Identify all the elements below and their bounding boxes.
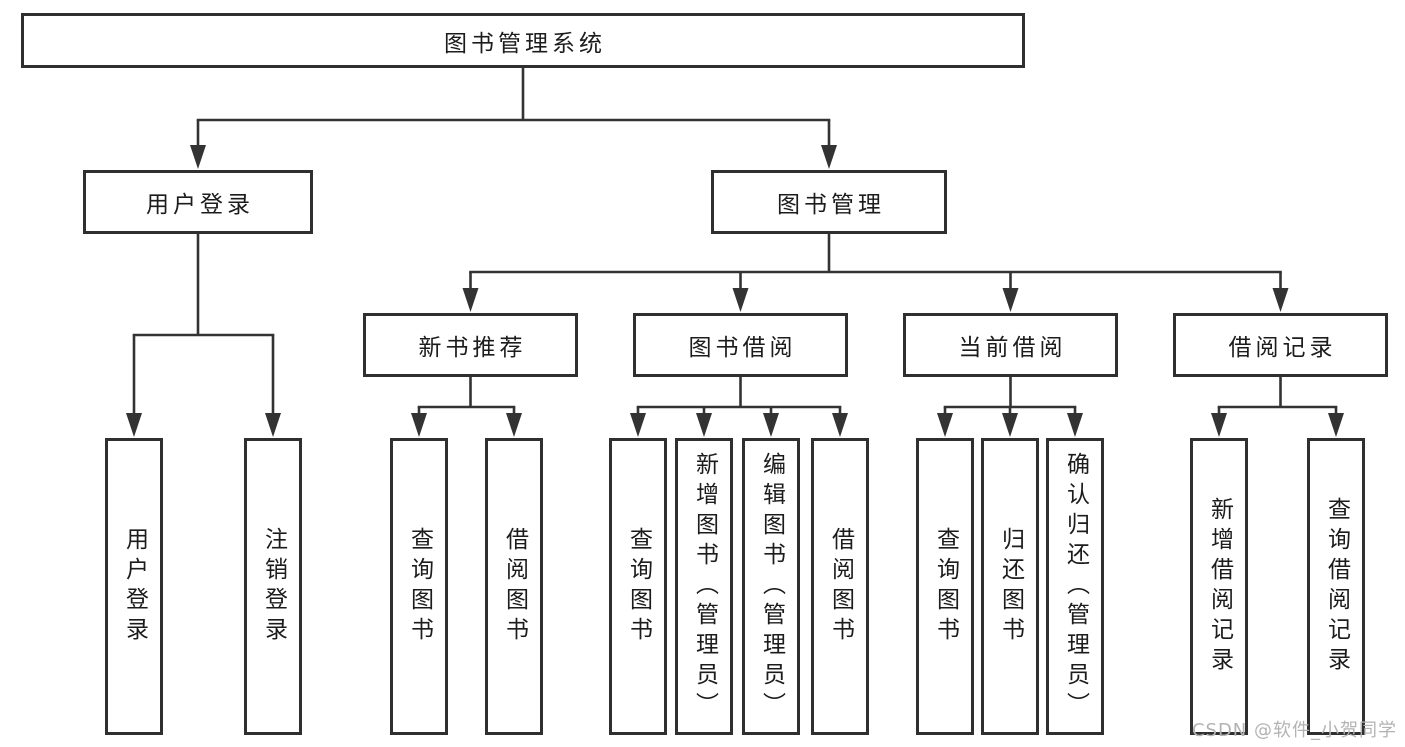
- node-leaf-query-book-2-label: 查询图书: [625, 526, 652, 647]
- node-leaf-query-book-1-label: 查询图书: [406, 526, 433, 647]
- node-leaf-borrow-book-1: 借阅图书: [485, 438, 543, 735]
- node-book-borrow-label: 图书借阅: [688, 335, 797, 361]
- edges-from-book-management: [462, 232, 1289, 312]
- node-leaf-add-book: 新增图书（管理员）: [675, 438, 733, 735]
- node-user-login-label: 用户登录: [146, 192, 254, 218]
- node-leaf-borrow-book-2: 借阅图书: [811, 438, 869, 735]
- node-leaf-return-book-label: 归还图书: [997, 526, 1024, 647]
- node-leaf-edit-book-label: 编辑图书（管理员）: [758, 451, 785, 722]
- node-leaf-edit-book: 编辑图书（管理员）: [742, 438, 800, 735]
- node-root: 图书管理系统: [21, 13, 1025, 68]
- node-current-borrow-label: 当前借阅: [958, 335, 1067, 361]
- node-leaf-return-book: 归还图书: [981, 438, 1039, 735]
- node-leaf-query-borrow-record: 查询借阅记录: [1307, 438, 1365, 735]
- node-book-management-label: 图书管理: [777, 192, 885, 218]
- node-current-borrow: 当前借阅: [903, 313, 1118, 377]
- node-leaf-query-borrow-record-label: 查询借阅记录: [1323, 496, 1350, 677]
- node-leaf-query-book-1: 查询图书: [390, 438, 448, 735]
- edges-from-root: [190, 66, 837, 169]
- node-borrow-records-label: 借阅记录: [1228, 335, 1337, 361]
- node-leaf-add-book-label: 新增图书（管理员）: [691, 451, 718, 722]
- node-leaf-borrow-book-2-label: 借阅图书: [827, 526, 854, 647]
- node-leaf-confirm-return-label: 确认归还（管理员）: [1062, 451, 1089, 722]
- node-leaf-confirm-return: 确认归还（管理员）: [1046, 438, 1104, 735]
- node-leaf-add-borrow-record-label: 新增借阅记录: [1206, 496, 1233, 677]
- watermark: CSDN @软件_小贺同学: [1191, 720, 1397, 741]
- node-new-book-recommend-label: 新书推荐: [418, 335, 527, 361]
- node-leaf-user-login: 用户登录: [105, 438, 163, 735]
- node-user-login: 用户登录: [83, 170, 313, 234]
- node-root-label: 图书管理系统: [444, 30, 606, 57]
- node-leaf-user-login-label: 用户登录: [121, 526, 148, 647]
- node-leaf-logout: 注销登录: [244, 438, 302, 735]
- edges-from-current-borrow: [937, 375, 1083, 437]
- node-leaf-query-book-3-label: 查询图书: [932, 526, 959, 647]
- edges-from-book-borrow: [630, 375, 848, 437]
- node-leaf-borrow-book-1-label: 借阅图书: [501, 526, 528, 647]
- node-leaf-query-book-3: 查询图书: [916, 438, 974, 735]
- node-leaf-query-book-2: 查询图书: [609, 438, 667, 735]
- node-leaf-add-borrow-record: 新增借阅记录: [1190, 438, 1248, 735]
- edges-from-borrow-records: [1211, 375, 1344, 437]
- edges-from-new-book-recommend: [411, 375, 522, 437]
- node-book-borrow: 图书借阅: [633, 313, 848, 377]
- node-new-book-recommend: 新书推荐: [363, 313, 578, 377]
- edges-from-user-login: [126, 232, 281, 437]
- node-leaf-logout-label: 注销登录: [260, 526, 287, 647]
- node-borrow-records: 借阅记录: [1173, 313, 1388, 377]
- node-book-management: 图书管理: [711, 170, 947, 234]
